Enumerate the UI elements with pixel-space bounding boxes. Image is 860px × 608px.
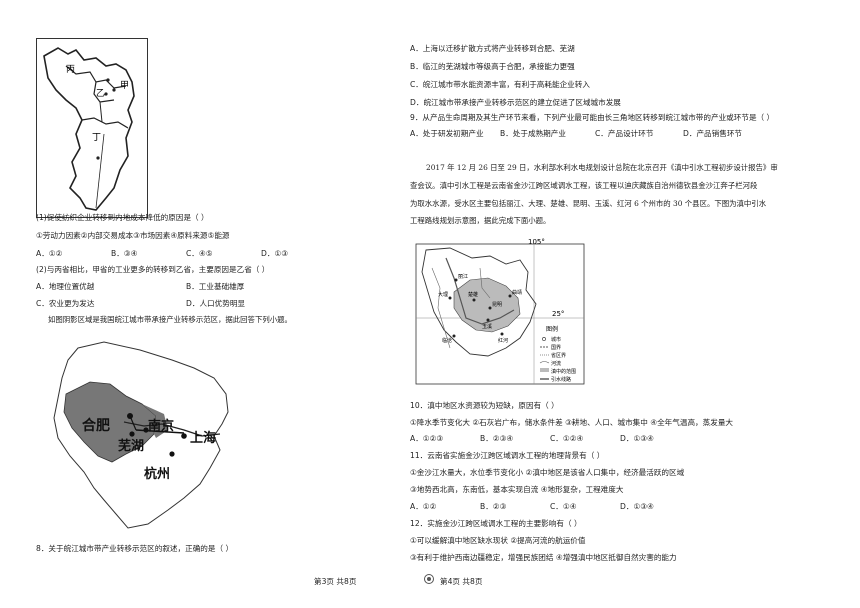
q11-options: A．①② B．②③ C．①④ D．①③④: [410, 502, 654, 512]
legend-item: 省区界: [551, 352, 566, 359]
page-number-left: 第3页 共8页: [314, 577, 357, 586]
map2-label-wuhu: 芜湖: [118, 438, 144, 454]
yunnan-water-map: 105° 25° 丽江 大理 楚雄 昆明 玉溪 曲靖 临沧 红河 图例 城市 国…: [415, 238, 585, 385]
q10-options: A．①②③ B．②③④ C．①②④ D．①③④: [410, 434, 654, 444]
intro-2: 如图阴影区域是我国皖江城市带承接产业转移示范区，据此回答下列小题。: [48, 315, 292, 324]
map2-label-hangzhou: 杭州: [144, 466, 170, 482]
intro-3-line3: 为取水水源，受水区主要包括丽江、大理、楚雄、昆明、玉溪、红河 6 个州市的 30…: [410, 199, 767, 208]
q8-option-c[interactable]: C．皖江城市带水能资源丰富，有利于高耗能企业转入: [410, 80, 590, 89]
page-number-right: 第4页 共8页: [440, 577, 483, 586]
q8-option-a[interactable]: A．上海以迁移扩散方式将产业转移到合肥、芜湖: [410, 44, 575, 53]
option[interactable]: B．③④: [111, 249, 138, 258]
place-label: 玉溪: [482, 323, 492, 330]
option[interactable]: C．①④: [550, 502, 577, 511]
q8-stem: 8．关于皖江城市带产业转移示范区的叙述，正确的是（ ）: [36, 544, 234, 553]
option[interactable]: B．处于成熟期产业: [500, 129, 566, 138]
option[interactable]: A．①②: [36, 249, 63, 258]
q12-items-1: ①可以缓解滇中地区缺水现状 ②提高河流的航运价值: [410, 536, 586, 545]
longitude-label: 105°: [528, 238, 545, 246]
left-column: 丙 甲 乙 丁 (1)促使纺织企业转移到内地成本降低的原因是（ ） ①劳动力因素…: [0, 0, 400, 608]
q1-2-options-row1: A．地理位置优越 B．工业基础雄厚: [36, 282, 244, 292]
option[interactable]: D．产品销售环节: [683, 129, 743, 138]
legend-item: 城市: [551, 336, 561, 343]
map2-label-nanjing: 南京: [148, 418, 174, 434]
option[interactable]: C．①②④: [550, 434, 584, 443]
option[interactable]: C．④⑤: [186, 249, 213, 258]
legend-title: 图例: [546, 325, 558, 333]
q9-options: A．处于研发初期产业 B．处于成熟期产业 C．产品设计环节 D．产品销售环节: [410, 129, 742, 139]
map1-label-jia: 甲: [120, 80, 129, 91]
q12-items-2: ③有利于维护西南边疆稳定，增强民族团结 ④增强滇中地区抵御自然灾害的能力: [410, 553, 677, 562]
option[interactable]: C．农业更为发达: [36, 299, 95, 308]
legend-item: 滇中的范围: [551, 368, 576, 375]
map2-label-hefei: 合肥: [82, 417, 110, 434]
option[interactable]: D．①③④: [620, 502, 654, 511]
option[interactable]: B．②③: [480, 502, 507, 511]
q8-option-b[interactable]: B．临江的芜湖城市等级高于合肥，承接能力更强: [410, 62, 575, 71]
place-label: 楚雄: [468, 291, 478, 298]
q1-2-options-row2: C．农业更为发达 D．人口优势明显: [36, 299, 245, 309]
option[interactable]: B．②③④: [480, 434, 514, 443]
place-label: 昆明: [492, 302, 502, 308]
option[interactable]: D．①③④: [620, 434, 654, 443]
option[interactable]: D．①③: [261, 249, 289, 258]
intro-3-line1: 2017 年 12 月 26 日至 29 日，水利部水利水电规划设计总院在北京召…: [426, 163, 778, 172]
map2-label-shanghai: 上海: [190, 430, 216, 446]
map-legend: 图例 城市 国界 省区界 河流 滇中的范围 引水线路: [538, 322, 582, 383]
map1-label-yi: 乙: [96, 88, 105, 99]
q1-2-stem: (2)与丙省相比，甲省的工业更多的转移到乙省，主要原因是乙省（ ）: [36, 265, 270, 274]
q11-items-1: ①金沙江水量大，水位季节变化小 ②滇中地区是该省人口集中，经济最活跃的区域: [410, 468, 685, 477]
latitude-label: 25°: [552, 310, 564, 318]
q1-1-items: ①劳动力因素②内部交易成本③市场因素④原料来源⑤能源: [36, 231, 230, 240]
q10-items: ①降水季节变化大 ②石灰岩广布，储水条件差 ③耕地、人口、城市集中 ④全年气温高…: [410, 418, 734, 427]
place-label: 曲靖: [512, 289, 522, 296]
option[interactable]: D．人口优势明显: [186, 299, 246, 308]
place-label: 大理: [438, 291, 448, 298]
place-label: 丽江: [458, 273, 468, 280]
q10-stem: 10．滇中地区水资源较为短缺，原因有（ ）: [410, 401, 559, 410]
q1-1-stem: (1)促使纺织企业转移到内地成本降低的原因是（ ）: [36, 213, 209, 222]
option[interactable]: A．①②③: [410, 434, 444, 443]
intro-3-line2: 查会议。滇中引水工程是云南省金沙江跨区域调水工程，该工程以迪庆藏族自治州德钦县金…: [410, 181, 758, 190]
province-outline-map: 丙 甲 乙 丁: [36, 38, 148, 218]
right-column: A．上海以迁移扩散方式将产业转移到合肥、芜湖 B．临江的芜湖城市等级高于合肥，承…: [404, 0, 860, 608]
option[interactable]: A．①②: [410, 502, 437, 511]
option[interactable]: A．处于研发初期产业: [410, 129, 484, 138]
map1-label-ding: 丁: [92, 133, 101, 143]
wanjiang-map: 合肥 南京 上海 芜湖 杭州: [53, 341, 229, 529]
map1-label-bing: 丙: [66, 64, 75, 75]
option[interactable]: C．产品设计环节: [595, 129, 654, 138]
legend-item: 引水线路: [551, 376, 571, 383]
intro-3-line4: 工程路线规划示意图，据此完成下面小题。: [410, 216, 551, 225]
place-label: 红河: [498, 337, 508, 344]
q8-option-d[interactable]: D．皖江城市带承接产业转移示范区的建立促进了区域城市发展: [410, 98, 621, 107]
q9-stem: 9．从产品生命周期及其生产环节来看，下列产业最可能由长三角地区转移到皖江城市带的…: [410, 113, 775, 122]
option[interactable]: A．地理位置优越: [36, 282, 95, 291]
q11-items-2: ③地势西北高，东南低，基本实现自流 ④地形复杂，工程难度大: [410, 485, 624, 494]
option[interactable]: B．工业基础雄厚: [186, 282, 245, 291]
q12-stem: 12．实施金沙江跨区域调水工程的主要影响有（ ）: [410, 519, 582, 528]
legend-item: 河流: [551, 360, 561, 367]
q11-stem: 11．云南省实施金沙江跨区域调水工程的地理背景有（ ）: [410, 451, 605, 460]
binding-seal-icon: [424, 574, 434, 584]
legend-item: 国界: [551, 345, 561, 351]
q1-1-options: A．①② B．③④ C．④⑤ D．①③: [36, 249, 288, 259]
place-label: 临沧: [442, 337, 452, 344]
